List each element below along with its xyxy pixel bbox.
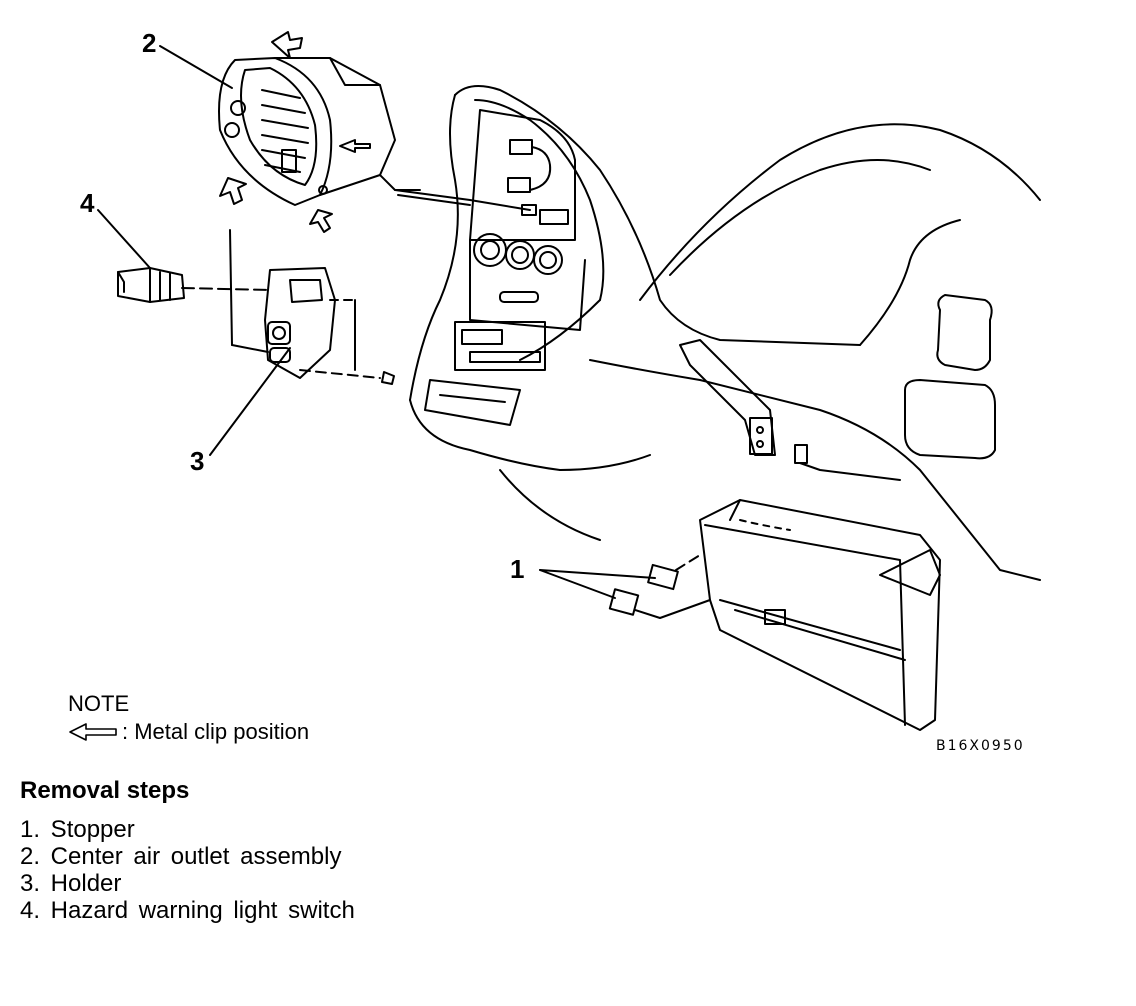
open-arrow-icon [69,723,117,741]
clip-arrow-right [339,139,371,153]
leader-line-3 [209,347,291,456]
glove-box [699,499,941,731]
removal-step: 3. Holder [20,870,122,897]
removal-steps-heading: Removal steps [20,777,190,804]
note-block: NOTE : Metal clip position [68,690,309,746]
hazard-switch-part [97,209,271,303]
removal-steps-list: 1. Stopper 2. Center air outlet assembly… [20,816,355,924]
note-title: NOTE [68,691,130,716]
drawing-code: B16X0950 [936,738,1025,754]
center-console [424,109,586,426]
center-air-outlet-assembly [159,31,531,233]
dashboard-outline [409,85,1041,581]
leader-line-4 [97,209,151,269]
clip-arrow-top [271,31,303,59]
callout-3: 3 [190,446,205,476]
removal-steps: Removal steps 1. Stopper 2. Center air o… [20,776,355,924]
removal-step: 1. Stopper [20,816,135,843]
stopper-parts [539,554,711,619]
clip-arrow-bottom [309,209,333,233]
leader-line-2 [159,45,233,89]
callout-2: 2 [142,28,157,58]
callout-1: 1 [510,554,525,584]
note-legend-text: : Metal clip position [122,719,310,744]
note-legend: : Metal clip position [68,718,309,746]
holder-part [209,229,395,456]
leader-line-1b [539,569,616,599]
removal-step: 2. Center air outlet assembly [20,843,342,870]
clip-arrow-left [219,177,247,205]
callout-4: 4 [80,188,95,218]
leader-line-1a [539,569,656,579]
glovebox-bracket [679,339,901,481]
removal-step: 4. Hazard warning light switch [20,897,355,924]
